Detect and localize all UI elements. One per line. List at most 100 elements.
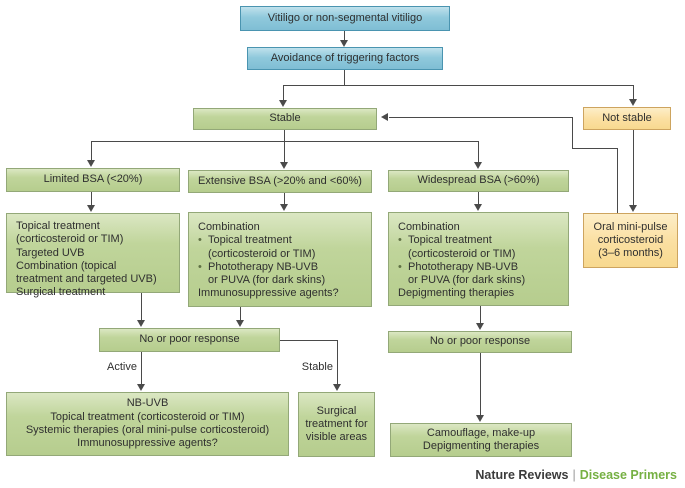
oral-line: corticosteroid [597,233,664,246]
connector-line [572,117,573,148]
node-limited-treatment: Topical treatment (corticosteroid or TIM… [6,213,180,298]
arrowhead-left [381,113,388,121]
connector-line [344,31,345,41]
connector-line [240,307,241,320]
journal-credit: Nature Reviews|Disease Primers [475,468,677,482]
node-nbuvb-treatment: NB-UVB Topical treatment (corticosteroid… [6,392,289,456]
node-widespread-bsa-header: Widespread BSA (>60%) [388,170,569,192]
node-extensive-treatment: Combination • Topical treatment (cortico… [188,212,372,307]
connector-line [284,130,285,141]
oral-line: Oral mini-pulse [593,220,668,233]
connector-line [633,85,634,99]
treatment-line: (corticosteroid or TIM) [408,247,516,260]
node-widespread-treatment: Combination • Topical treatment (cortico… [388,212,569,306]
arrowhead-down [279,100,287,107]
node-limited-bsa-header: Limited BSA (<20%) [6,168,180,192]
connector-line [337,340,338,384]
connector-line [283,85,284,100]
arrowhead-down [474,204,482,211]
treatment-line: • Topical treatment [398,234,492,247]
connector-line [478,192,479,204]
connector-line [389,117,573,118]
arrowhead-down [476,323,484,330]
no-response-label: No or poor response [139,333,240,346]
node-stable-label: Stable [269,112,301,125]
connector-line [283,85,634,86]
connector-line [617,148,618,213]
connector-line [344,70,345,85]
arrowhead-down [280,162,288,169]
node-vitiligo: Vitiligo or non-segmental vitiligo [240,6,450,31]
arrowhead-down [474,162,482,169]
treatment-line: Depigmenting therapies [398,287,515,300]
arrowhead-down [280,204,288,211]
connector-line [284,193,285,204]
edge-label-active: Active [107,361,137,373]
treatment-line: • Phototherapy NB-UVB [198,260,319,273]
connector-line [480,353,481,415]
arrowhead-down [629,205,637,212]
arrowhead-down [629,99,637,106]
treatment-line: (corticosteroid or TIM) [208,247,316,260]
treatment-line: • Topical treatment [198,234,292,247]
surgical-label: Surgical treatment for visible areas [305,404,368,444]
arrowhead-down [236,320,244,327]
node-avoidance: Avoidance of triggering factors [247,47,443,70]
treatment-line: Surgical treatment [16,286,106,299]
oral-line: (3–6 months) [598,247,663,260]
bullet-icon: • [198,234,202,247]
node-not-stable-label: Not stable [602,111,652,124]
arrowhead-down [137,384,145,391]
arrowhead-down [87,205,95,212]
treatment-line: Depigmenting therapies [422,440,540,452]
treatment-line: Immunosuppressive agents? [77,437,218,450]
treatment-line: treatment and targeted UVB) [16,273,157,286]
node-stable: Stable [193,108,377,130]
node-no-response-right: No or poor response [388,331,572,353]
treatment-line: Topical treatment [16,220,100,232]
treatment-line: Immunosuppressive agents? [198,287,339,300]
node-surgical-visible-areas: Surgical treatment for visible areas [298,392,375,457]
bullet-icon: • [398,234,402,247]
treatment-line: Combination [398,221,460,233]
limited-bsa-label: Limited BSA (<20%) [43,173,143,186]
journal-brand: Nature Reviews [475,468,569,482]
connector-line [572,148,618,149]
extensive-bsa-label: Extensive BSA (>20% and <60%) [198,174,362,187]
node-avoidance-label: Avoidance of triggering factors [270,51,420,64]
treatment-line: • Phototherapy NB-UVB [398,260,519,273]
arrowhead-down [476,415,484,422]
treatment-line: Systemic therapies (oral mini-pulse cort… [25,424,270,436]
treatment-line: Combination (topical [16,259,117,272]
node-no-response-left: No or poor response [99,328,280,352]
journal-separator: | [572,468,576,482]
treatment-line: (corticosteroid or TIM) [16,233,124,246]
connector-line [478,141,479,162]
edge-label-stable: Stable [301,361,333,373]
node-not-stable: Not stable [583,107,671,130]
no-response-label: No or poor response [429,335,531,348]
treatment-line: Topical treatment (corticosteroid or TIM… [50,410,245,423]
connector-line [633,130,634,206]
widespread-bsa-label: Widespread BSA (>60%) [417,174,540,187]
treatment-line: Combination [198,221,260,233]
node-vitiligo-label: Vitiligo or non-segmental vitiligo [267,11,423,24]
node-oral-mini-pulse: Oral mini-pulse corticosteroid (3–6 mont… [583,213,678,268]
arrowhead-down [340,40,348,47]
treatment-line: or PUVA (for dark skins) [208,274,326,287]
treatment-line: or PUVA (for dark skins) [408,274,526,287]
arrowhead-down [87,160,95,167]
treatment-line: Camouflage, make-up [426,426,536,439]
journal-name: Disease Primers [579,468,677,482]
arrowhead-down [333,384,341,391]
node-extensive-bsa-header: Extensive BSA (>20% and <60%) [188,170,372,193]
bullet-icon: • [398,260,402,273]
connector-line [480,306,481,323]
node-camouflage: Camouflage, make-up Depigmenting therapi… [390,423,572,457]
connector-line [141,352,142,384]
connector-line [91,141,92,160]
treatment-line: NB-UVB [126,397,169,410]
connector-line [280,340,337,341]
connector-line [284,141,285,162]
